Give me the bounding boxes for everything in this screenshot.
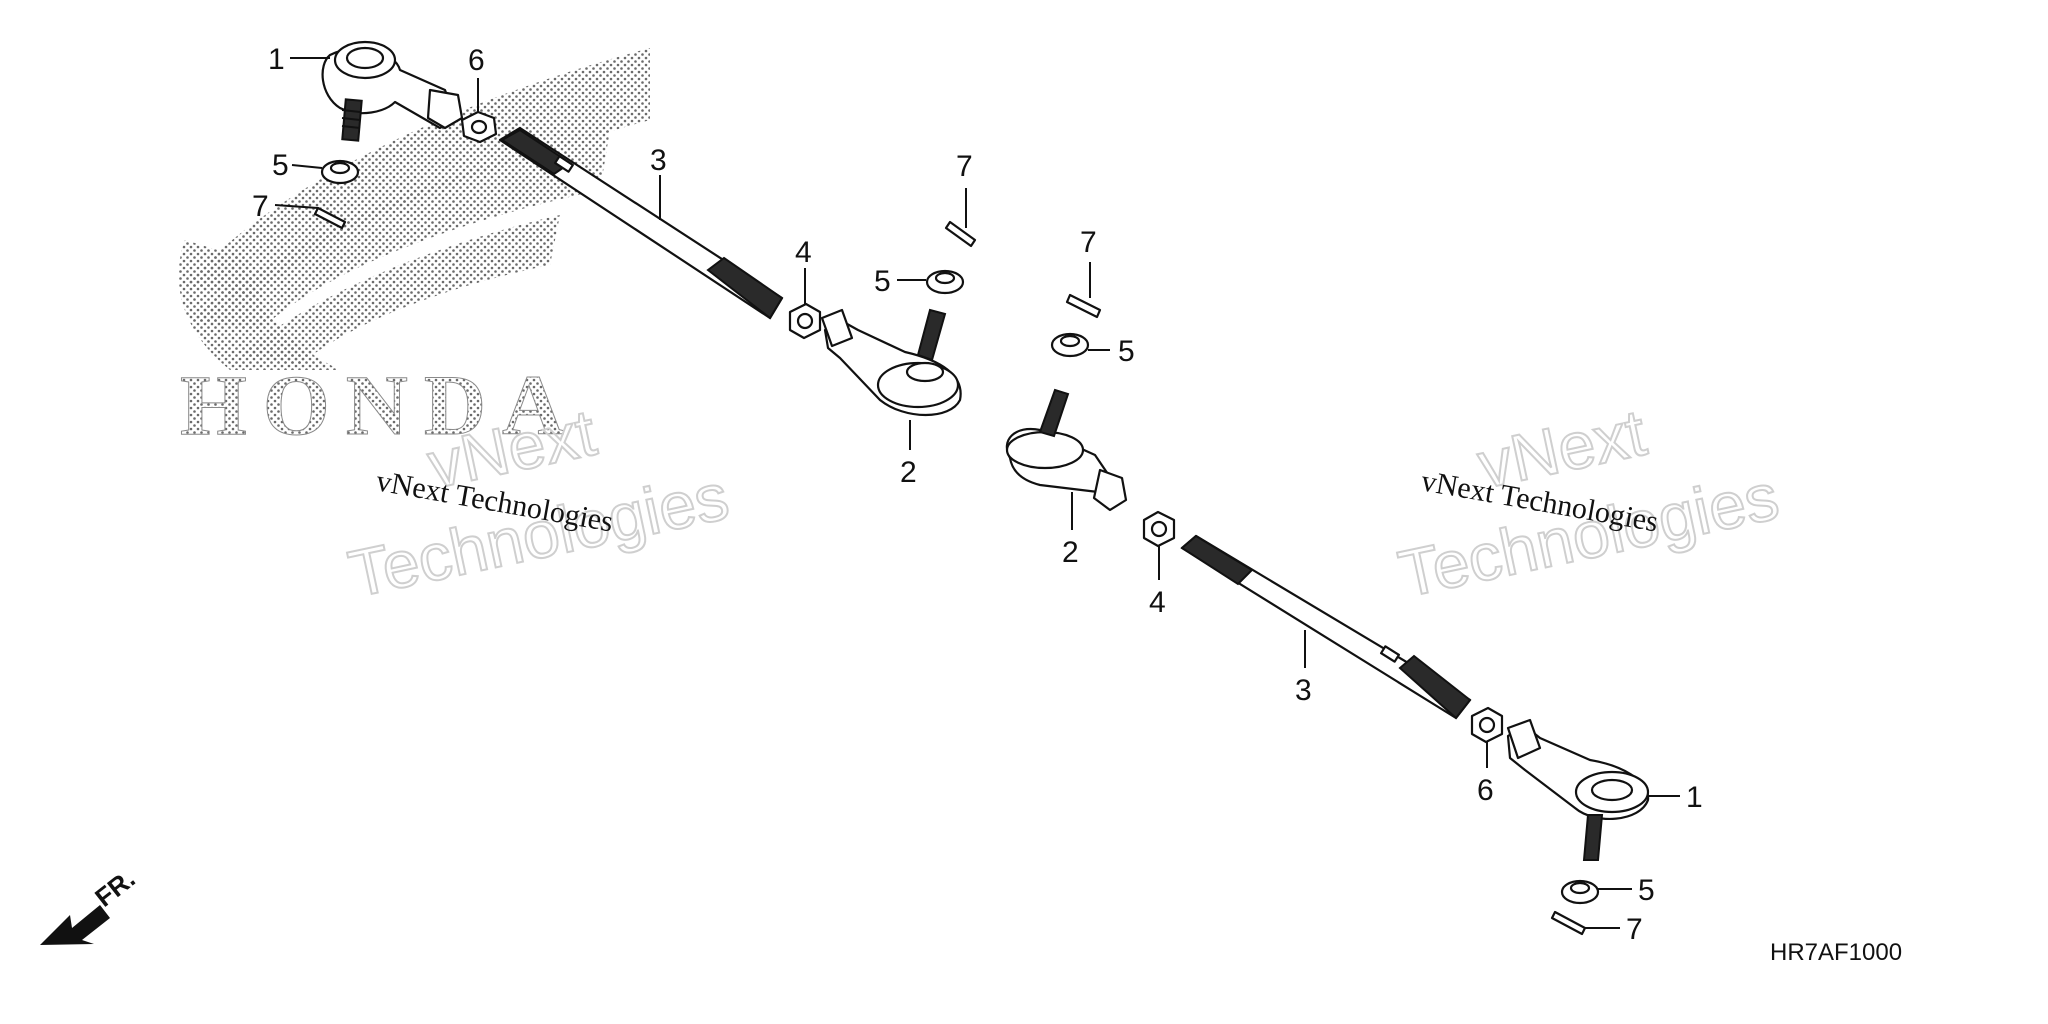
lock-nut-6-right xyxy=(1470,706,1504,744)
callout-6-left: 6 xyxy=(468,44,485,77)
tie-rod-3-left xyxy=(498,126,784,320)
callout-5-right-a: 5 xyxy=(1118,335,1135,368)
callout-3-left: 3 xyxy=(650,144,667,177)
tie-rod-end-2-left xyxy=(820,308,962,417)
front-direction-label: FR. xyxy=(89,863,140,912)
cotter-pin-7-right-b xyxy=(1550,910,1587,936)
callout-2-left: 2 xyxy=(900,456,917,489)
tie-rod-end-2-right xyxy=(1005,388,1128,512)
callout-7-right-a: 7 xyxy=(1080,226,1097,259)
castle-nut-5-right-a xyxy=(1050,332,1090,358)
callout-7-left-b: 7 xyxy=(956,150,973,183)
callout-1-right: 1 xyxy=(1686,781,1703,814)
callout-7-left-a: 7 xyxy=(252,190,269,223)
cotter-pin-7-left-a xyxy=(313,206,347,230)
lock-nut-6-left xyxy=(460,110,498,144)
callout-3-right: 3 xyxy=(1295,674,1312,707)
lock-nut-4-left xyxy=(788,302,822,340)
honda-wordmark: HONDA xyxy=(180,357,580,453)
cotter-pin-7-left-b xyxy=(944,220,977,248)
tie-rod-end-1-right xyxy=(1506,718,1650,861)
callout-1-left: 1 xyxy=(268,43,285,76)
castle-nut-5-left-b xyxy=(925,269,965,295)
callout-2-right: 2 xyxy=(1062,536,1079,569)
cotter-pin-7-right-a xyxy=(1065,293,1102,319)
castle-nut-5-right-b xyxy=(1560,879,1600,905)
callouts: 1 6 5 7 3 4 7 5 2 7 5 2 4 3 6 1 5 xyxy=(252,43,1703,946)
front-direction-arrow-icon xyxy=(40,905,110,945)
lock-nut-4-right xyxy=(1142,510,1176,548)
castle-nut-5-left-a xyxy=(320,159,360,185)
callout-4-right: 4 xyxy=(1149,586,1166,619)
tie-rod-end-1-left xyxy=(321,40,464,142)
callout-5-left-a: 5 xyxy=(272,149,289,182)
callout-5-right-b: 5 xyxy=(1638,874,1655,907)
tie-rod-3-right xyxy=(1180,534,1472,720)
callout-4-left: 4 xyxy=(795,236,812,269)
diagram-code: HR7AF1000 xyxy=(1770,939,1902,966)
callout-6-right: 6 xyxy=(1477,774,1494,807)
honda-wing-logo xyxy=(178,48,650,370)
callout-5-left-b: 5 xyxy=(874,265,891,298)
callout-7-right-b: 7 xyxy=(1626,913,1643,946)
front-direction-indicator: FR. xyxy=(40,863,141,945)
